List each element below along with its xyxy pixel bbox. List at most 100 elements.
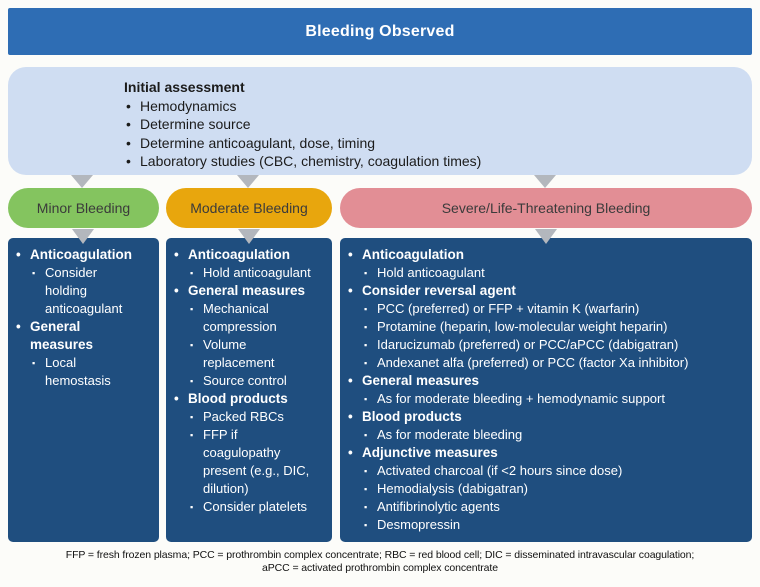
box-moderate-bleeding: • Anticoagulation ▪Hold anticoagulant•Gene… [166, 238, 332, 542]
section-heading: Adjunctive measures [362, 445, 498, 460]
bullet-icon: • [174, 391, 179, 406]
section-item-row: ▪ PCC (preferred) or FFP + vitamin K (war… [364, 300, 746, 318]
section-heading: Anticoagulation [30, 247, 132, 262]
square-bullet-icon: ▪ [364, 268, 368, 278]
section-item-label: Mechanical compression [203, 301, 277, 334]
pill-label: Minor Bleeding [36, 200, 131, 216]
section-item-label: Activated charcoal (if <2 hours since do… [377, 463, 623, 478]
footnote-line: FFP = fresh frozen plasma; PCC = prothro… [65, 549, 695, 561]
section-item-row: ▪Consider platelets [190, 498, 326, 516]
section-row: • Anticoagulation [174, 246, 326, 264]
section-item-row: ▪Antifibrinolytic agents [364, 498, 746, 516]
section-heading: Consider reversal agent [362, 283, 516, 298]
header-bar: Bleeding Observed [8, 8, 752, 55]
square-bullet-icon: ▪ [190, 304, 194, 314]
section-item-label: Volume replacement [203, 337, 275, 370]
section-item-row: ▪ Local hemostasis [32, 354, 153, 390]
section-row: •Anticoagulation [16, 246, 153, 264]
section-row: •General measures [174, 282, 326, 300]
square-bullet-icon: ▪ [190, 268, 194, 278]
section-heading: Anticoagulation [188, 247, 290, 262]
section-item-label: Source control [203, 373, 287, 388]
section-heading: Blood products [188, 391, 288, 406]
square-bullet-icon: ▪ [364, 430, 368, 440]
assessment-item-label: Laboratory studies (CBC, chemistry, coag… [140, 153, 482, 169]
square-bullet-icon: ▪ [32, 358, 36, 368]
assessment-item-label: Hemodynamics [140, 97, 237, 114]
square-bullet-icon: ▪ [364, 466, 368, 476]
section-item-label: Andexanet alfa (preferred) or PCC (facto… [377, 355, 689, 370]
arrow-down-icon [535, 229, 557, 244]
square-bullet-icon: ▪ [364, 502, 368, 512]
arrow-down-icon [237, 175, 259, 188]
square-bullet-icon: ▪ [364, 520, 368, 530]
page-title: Bleeding Observed [305, 22, 455, 40]
section-item-label: Local hemostasis [45, 355, 111, 388]
square-bullet-icon: ▪ [364, 484, 368, 494]
pill-severe-bleeding: Severe/Life-Threatening Bleeding [340, 188, 752, 228]
pill-label: Severe/Life-Threatening Bleeding [441, 200, 651, 216]
section-item-label: As for moderate bleeding + hemodynamic s… [377, 391, 665, 406]
section-item-row: ▪ Volume replacement [190, 336, 326, 372]
section-item-row: ▪Protamine (heparin, low-molecular weigh… [364, 318, 746, 336]
section-item-row: ▪ Idarucizumab (preferred) or PCC/aPCC (d… [364, 336, 746, 354]
assessment-heading: Initial assessment [124, 79, 245, 95]
section-item-row: ▪ Andexanet alfa (preferred) or PCC (fact… [364, 354, 746, 372]
square-bullet-icon: ▪ [364, 394, 368, 404]
pill-moderate-bleeding: Moderate Bleeding [166, 188, 332, 228]
section-item-row: ▪ Desmopressin [364, 516, 746, 534]
assessment-item: • Determine source [124, 115, 742, 134]
assessment-item: • Determine anticoagulant, dose, timing [124, 134, 742, 153]
section-item-label: Idarucizumab (preferred) or PCC/aPCC (da… [377, 337, 679, 352]
section-item-label: FFP if coagulopathy present (e.g., DIC, … [203, 427, 310, 496]
square-bullet-icon: ▪ [364, 358, 368, 368]
abbreviations-footnote: FFP = fresh frozen plasma; PCC = prothro… [0, 549, 760, 575]
section-item-row: ▪ As for moderate bleeding [364, 426, 746, 444]
square-bullet-icon: ▪ [190, 376, 194, 386]
section-row: • Adjunctive measures [348, 444, 746, 462]
section-item-row: ▪ As for moderate bleeding + hemodynamic … [364, 390, 746, 408]
bullet-icon: • [16, 319, 21, 334]
section-item-label: PCC (preferred) or FFP + vitamin K (warf… [377, 301, 640, 316]
section-row: •Anticoagulation [348, 246, 746, 264]
section-item-row: ▪ Hemodialysis (dabigatran) [364, 480, 746, 498]
bullet-icon: • [126, 134, 131, 151]
bullet-icon: • [174, 247, 179, 262]
bullet-icon: • [126, 97, 131, 114]
assessment-item-label: Determine anticoagulant, dose, timing [140, 134, 376, 151]
section-row: • Blood products [174, 390, 326, 408]
arrow-down-icon [72, 229, 94, 244]
section-item-row: ▪ Hold anticoagulant [364, 264, 746, 282]
section-heading: General measures [30, 319, 94, 352]
section-item-label: Hemodialysis (dabigatran) [377, 481, 529, 496]
square-bullet-icon: ▪ [190, 340, 194, 350]
assessment-item-label: Determine source [140, 116, 251, 132]
section-row: • Consider reversal agent [348, 282, 746, 300]
bullet-icon: • [126, 153, 131, 169]
square-bullet-icon: ▪ [190, 412, 194, 422]
section-item-label: As for moderate bleeding [377, 427, 523, 442]
assessment-item: • Laboratory studies (CBC, chemistry, co… [124, 152, 742, 171]
section-item-row: ▪Hold anticoagulant [190, 264, 326, 282]
section-heading: Anticoagulation [362, 247, 464, 262]
bullet-icon: • [174, 283, 179, 298]
arrow-down-icon [71, 175, 93, 188]
section-item-label: Desmopressin [377, 517, 461, 532]
square-bullet-icon: ▪ [190, 430, 194, 440]
square-bullet-icon: ▪ [364, 304, 368, 314]
box-severe-bleeding: •Anticoagulation▪Hold anticoagulant•Cons… [340, 238, 752, 542]
section-heading: Blood products [362, 409, 462, 424]
bullet-icon: • [348, 283, 353, 298]
section-item-row: ▪ Source control [190, 372, 326, 390]
section-row: •General measures [348, 372, 746, 390]
bullet-icon: • [348, 445, 353, 460]
section-item-label: Hold anticoagulant [377, 265, 485, 280]
section-item-label: Packed RBCs [203, 409, 284, 424]
section-item-row: ▪Consider holding anticoagulant [32, 264, 153, 318]
section-item-label: Consider holding anticoagulant [45, 265, 123, 316]
section-item-row: ▪ Mechanical compression [190, 300, 326, 336]
footnote-line: aPCC = activated prothrombin complex con… [262, 562, 498, 574]
assessment-item: • Hemodynamics [124, 97, 742, 116]
square-bullet-icon: ▪ [364, 340, 368, 350]
